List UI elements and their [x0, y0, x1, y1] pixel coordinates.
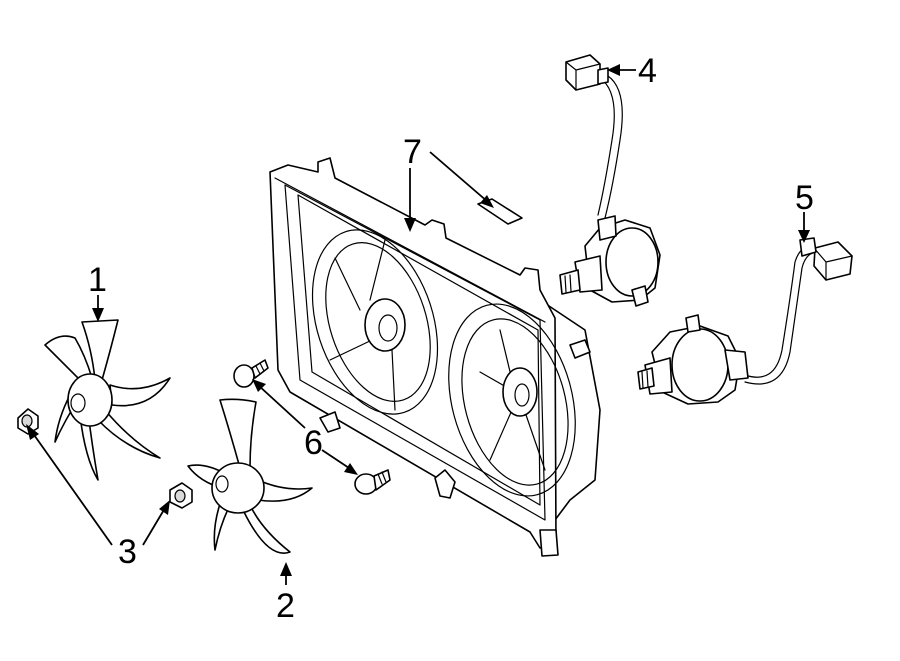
callout-5: 5: [795, 179, 814, 217]
fan-motor-5: [637, 237, 853, 405]
left-fan-opening: [311, 229, 439, 415]
callout-2: 2: [276, 587, 295, 625]
callout-4: 4: [638, 52, 657, 90]
fan-blade-1: [44, 319, 171, 481]
callout-1: 1: [88, 261, 107, 299]
bolt-lower: [354, 469, 391, 495]
leader-lines: [26, 64, 810, 585]
fan-blade-2: [187, 398, 313, 554]
callout-6: 6: [304, 424, 323, 462]
fan-shroud: [269, 157, 601, 557]
nut-right: [169, 482, 193, 509]
fan-motor-4: [559, 54, 661, 307]
right-fan-opening: [448, 303, 576, 497]
callout-3: 3: [118, 533, 137, 571]
bolt-upper: [233, 359, 269, 388]
callout-7: 7: [403, 133, 422, 171]
